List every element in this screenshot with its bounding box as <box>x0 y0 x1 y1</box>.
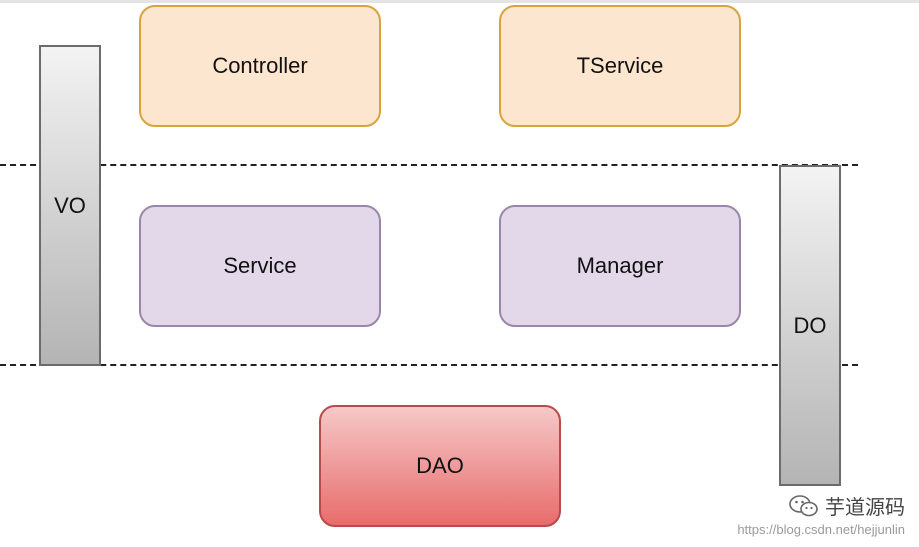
watermark-account-name: 芋道源码 <box>825 497 905 519</box>
tservice-box: TService <box>499 5 741 127</box>
do-bar: DO <box>779 165 841 486</box>
dao-box: DAO <box>319 405 561 527</box>
controller-box: Controller <box>139 5 381 127</box>
service-label: Service <box>223 253 297 278</box>
vo-label: VO <box>54 192 86 218</box>
manager-box: Manager <box>499 205 741 327</box>
tservice-label: TService <box>576 53 664 78</box>
service-box: Service <box>139 205 381 327</box>
watermark-account: 芋道源码 <box>737 491 905 520</box>
manager-label: Manager <box>576 253 664 278</box>
layer-divider-bottom <box>0 364 858 366</box>
dao-label: DAO <box>416 453 464 478</box>
do-label: DO <box>793 312 827 338</box>
vo-bar: VO <box>39 45 101 366</box>
controller-label: Controller <box>212 53 308 78</box>
layer-divider-top <box>0 164 858 166</box>
wechat-icon <box>789 494 818 516</box>
watermark: 芋道源码 https://blog.csdn.net/hejjunlin <box>737 491 905 537</box>
watermark-url: https://blog.csdn.net/hejjunlin <box>737 522 905 537</box>
top-border <box>0 0 919 3</box>
